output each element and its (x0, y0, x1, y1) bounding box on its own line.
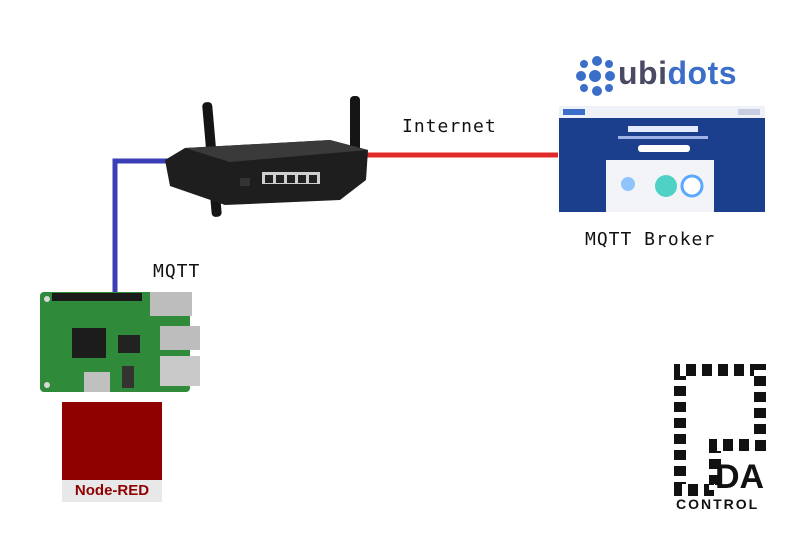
internet-label: Internet (402, 116, 497, 137)
mqtt-broker-label: MQTT Broker (585, 229, 716, 250)
mqtt-label: MQTT (153, 261, 201, 282)
svg-text:DA: DA (715, 458, 764, 496)
ubidots-wordmark-prefix: ubi (618, 55, 668, 91)
pda-control-logo-icon: DA (674, 364, 766, 496)
pda-control-label: CONTROL (676, 496, 760, 512)
ubidots-wordmark: ubidots (618, 55, 737, 92)
router-icon (165, 96, 368, 217)
mqtt-link (112, 158, 172, 296)
ubidots-wordmark-suffix: dots (667, 55, 738, 91)
raspberry-pi-icon (40, 292, 200, 392)
ubidots-dashboard-thumbnail (559, 106, 765, 212)
node-red-logo: Node-RED (62, 402, 162, 502)
ubidots-dots-icon (576, 56, 615, 96)
node-red-label: Node-RED (62, 480, 162, 502)
